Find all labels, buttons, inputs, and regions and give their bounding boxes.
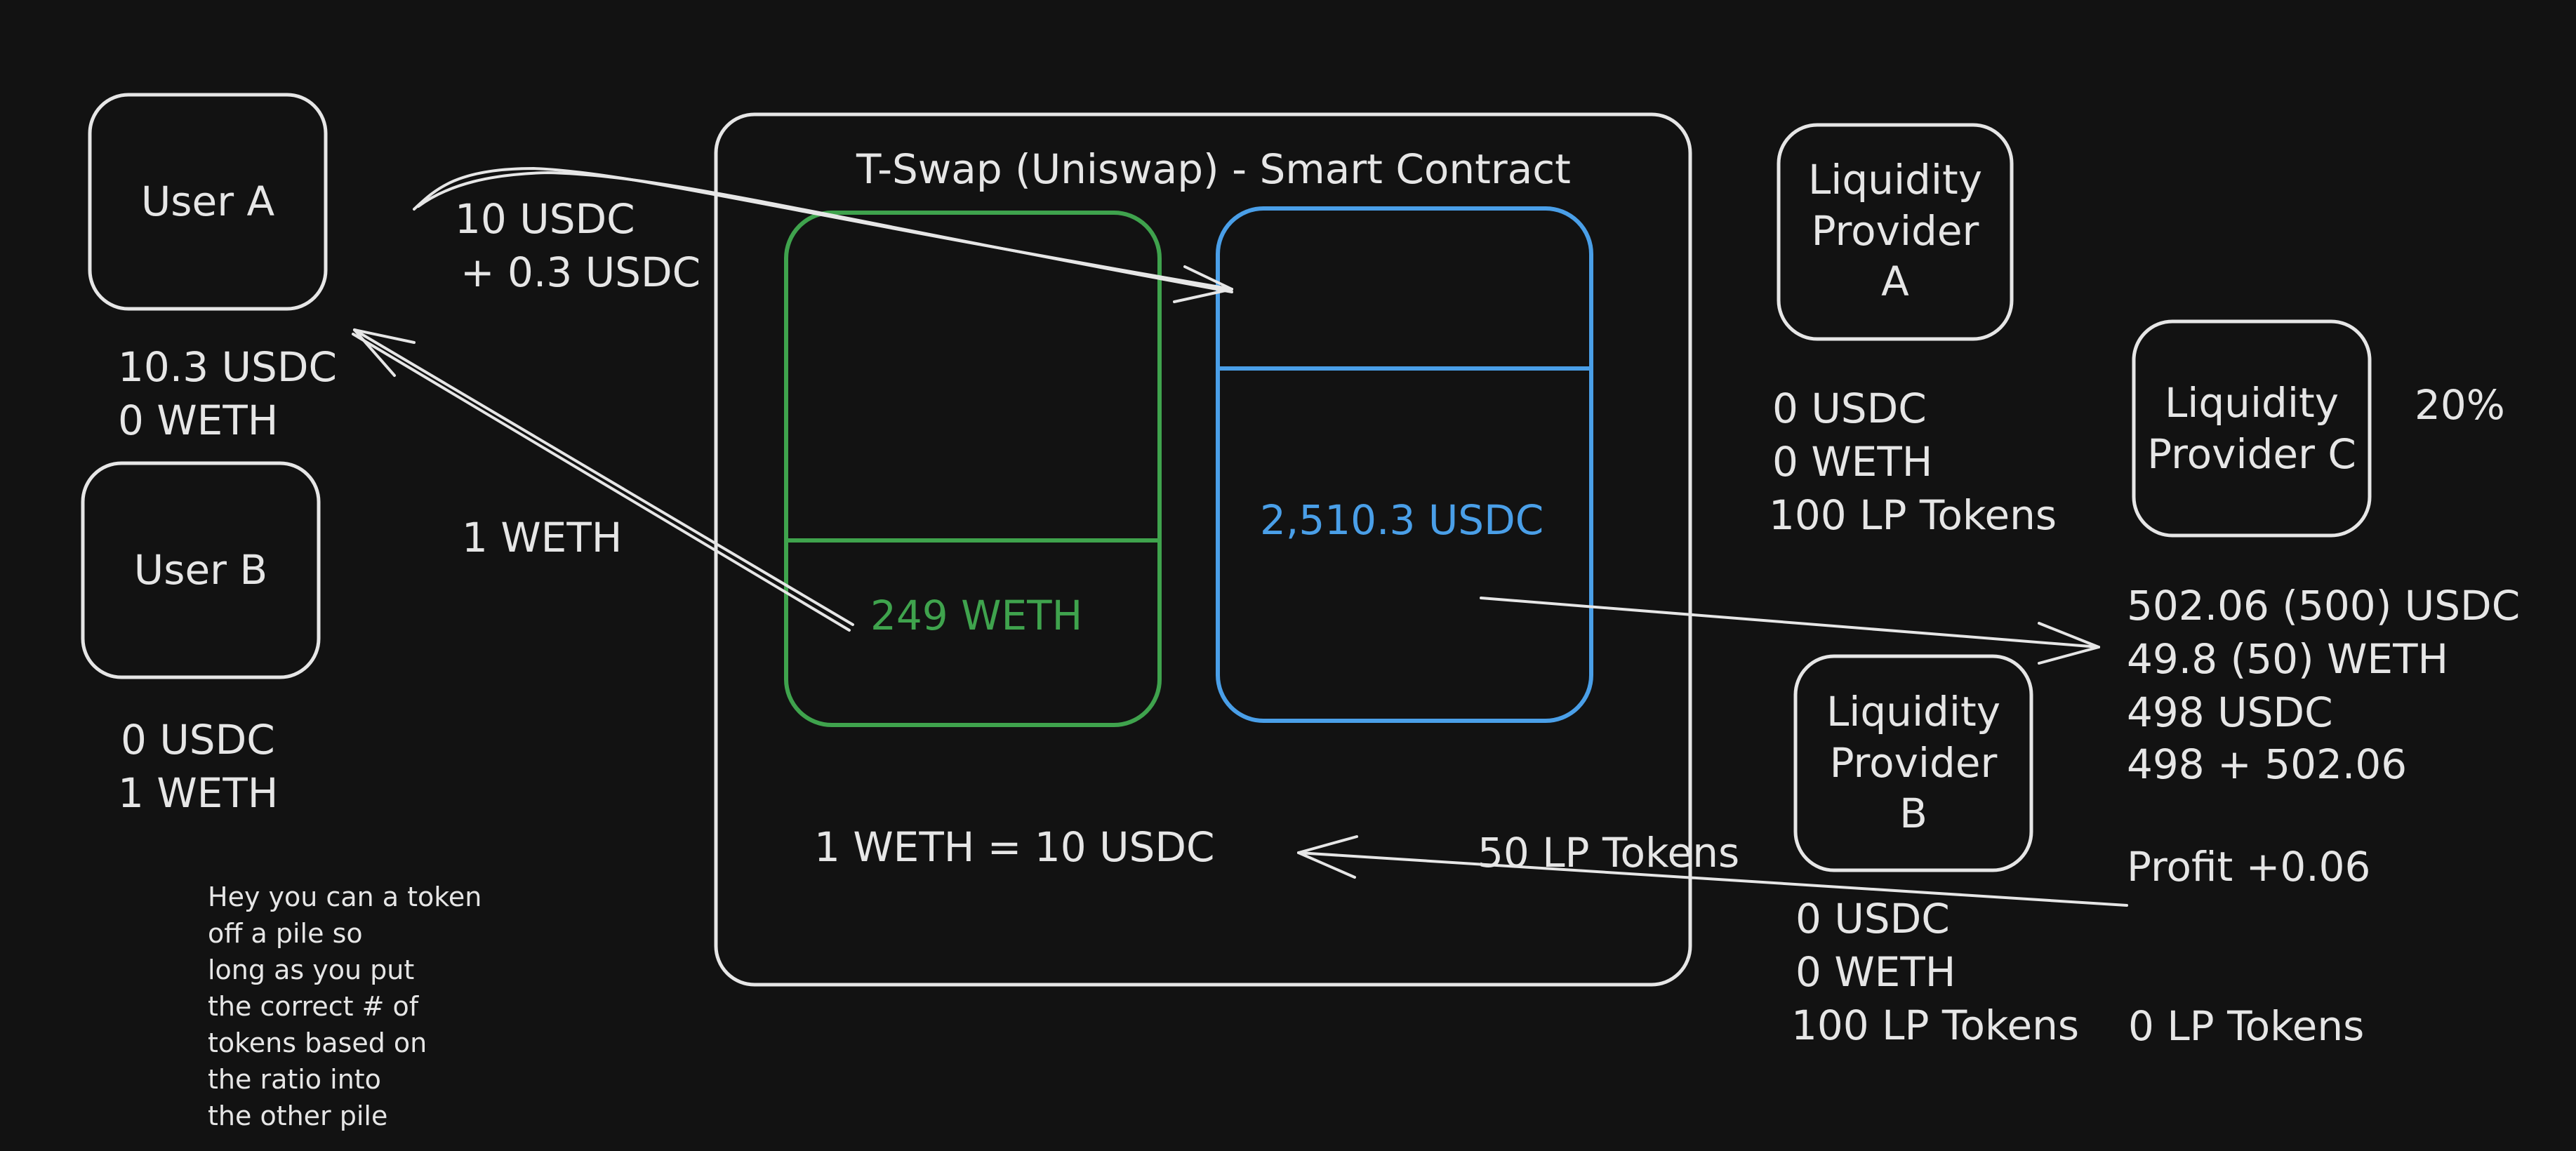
lp-c-sum: 498 + 502.06	[2127, 740, 2408, 788]
user-a-box	[88, 93, 328, 311]
lp-b-label: Liquidity Provider B	[1826, 688, 2001, 837]
lp-a-usdc: 0 USDC	[1772, 385, 1927, 432]
weth-pool-box	[784, 211, 1162, 727]
lp-c-weth: 49.8 (50) WETH	[2127, 635, 2449, 683]
lp-a-weth: 0 WETH	[1772, 438, 1933, 486]
lp-c-share: 20%	[2415, 381, 2505, 429]
user-a-usdc: 10.3 USDC	[118, 343, 338, 391]
lp-b-box	[1793, 654, 2033, 872]
lp-token-return-arrow	[1297, 835, 2128, 907]
deposit-fee: + 0.3 USDC	[460, 248, 701, 296]
contract-title: T-Swap (Uniswap) - Smart Contract	[856, 145, 1571, 193]
lp-c-usdc: 502.06 (500) USDC	[2127, 582, 2521, 630]
user-b-box	[81, 461, 321, 679]
lp-a-lp-tokens: 100 LP Tokens	[1769, 491, 2057, 539]
withdraw-amount: 1 WETH	[462, 514, 623, 561]
explanatory-note: Hey you can a token off a pile so long a…	[208, 881, 482, 1132]
lp-c-profit: Profit +0.06	[2127, 843, 2371, 891]
lp-b-lp-tokens: 100 LP Tokens	[1791, 1002, 2080, 1049]
user-a-label: User A	[140, 178, 275, 225]
user-b-usdc: 0 USDC	[121, 716, 275, 764]
lp-c-box	[2132, 319, 2372, 538]
lp-a-box	[1777, 123, 2014, 341]
lp-c-payout-arrow	[1480, 597, 2100, 665]
user-b-weth: 1 WETH	[118, 769, 279, 817]
lp-b-usdc: 0 USDC	[1795, 895, 1950, 943]
lp-token-transfer: 50 LP Tokens	[1478, 829, 1740, 877]
lp-c-label: Liquidity Provider C	[2147, 379, 2356, 478]
user-a-weth: 0 WETH	[118, 397, 279, 444]
deposit-arrow	[413, 167, 1233, 303]
lp-c-usdc-original: 498 USDC	[2127, 688, 2333, 736]
user-b-label: User B	[133, 546, 268, 594]
lp-c-lp-tokens: 0 LP Tokens	[2128, 1002, 2365, 1050]
usdc-pool-box	[1216, 206, 1593, 723]
exchange-rate: 1 WETH = 10 USDC	[814, 823, 1215, 871]
lp-a-label: Liquidity Provider A	[1807, 156, 1983, 305]
withdraw-arrow	[352, 328, 854, 632]
weth-pool-label: 249 WETH	[870, 592, 1083, 639]
usdc-pool-label: 2,510.3 USDC	[1260, 496, 1544, 544]
lp-b-weth: 0 WETH	[1795, 948, 1956, 996]
deposit-amount: 10 USDC	[455, 195, 635, 243]
